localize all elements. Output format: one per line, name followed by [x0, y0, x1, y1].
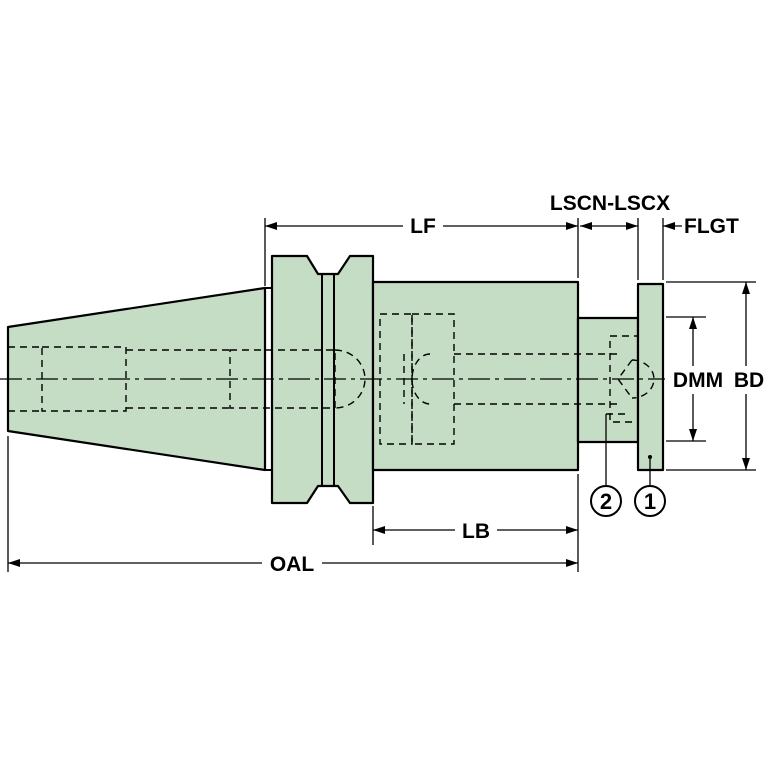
label-oal: OAL — [270, 553, 315, 576]
label-dmm: DMM — [673, 369, 723, 392]
svg-text:2: 2 — [600, 489, 612, 514]
extension-lines — [7, 218, 756, 572]
face-flange — [636, 282, 665, 472]
label-lb: LB — [462, 520, 490, 543]
label-lscn-lscx: LSCN-LSCX — [550, 192, 670, 215]
label-flgt: FLGT — [684, 215, 739, 238]
label-bd: BD — [734, 369, 764, 392]
callout-1: 1 — [634, 455, 666, 517]
main-body — [371, 280, 580, 472]
svg-text:1: 1 — [644, 489, 656, 514]
dimension-lines — [8, 222, 750, 567]
callout-2: 2 — [590, 414, 622, 517]
label-lf: LF — [410, 215, 436, 238]
